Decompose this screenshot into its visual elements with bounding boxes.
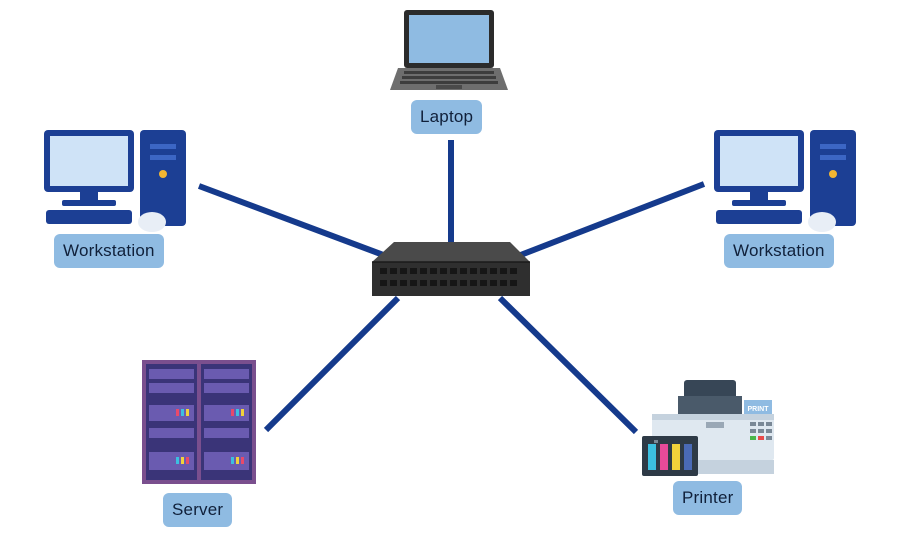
workstation-right-label: Workstation xyxy=(724,234,834,268)
desktop-computer-icon xyxy=(714,130,856,232)
server-rack-icon xyxy=(142,360,256,484)
link-workstation-right xyxy=(516,181,706,259)
printer-badge: PRINT xyxy=(748,406,770,413)
printer-label: Printer xyxy=(673,481,743,515)
link-workstation-left xyxy=(197,183,388,259)
workstation-left-label: Workstation xyxy=(54,234,164,268)
laptop-label: Laptop xyxy=(411,100,483,134)
laptop-icon xyxy=(390,10,508,90)
server-label: Server xyxy=(163,493,233,527)
link-server xyxy=(263,295,401,433)
printer-icon: PRINT xyxy=(642,380,774,476)
link-printer xyxy=(497,295,639,435)
connections xyxy=(197,140,706,435)
desktop-computer-icon xyxy=(44,130,186,232)
network-switch-icon xyxy=(372,242,530,296)
